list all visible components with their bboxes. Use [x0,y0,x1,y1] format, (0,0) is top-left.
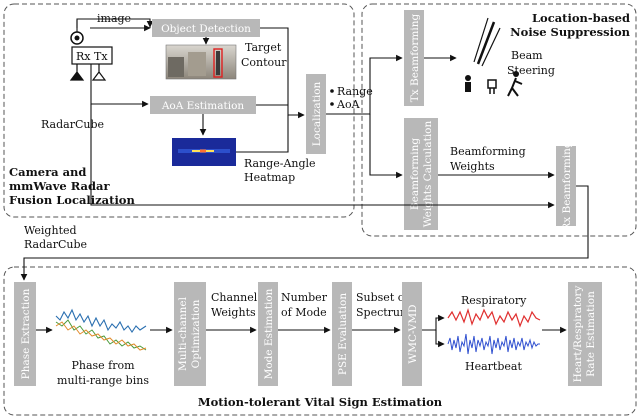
pse-evaluation-block [332,282,352,386]
vital-title: Motion-tolerant Vital Sign Estimation [198,395,443,409]
bf-weights-calc-label: BeamformingWeights Calculation [409,121,434,228]
range-angle-heatmap [172,138,236,166]
beam-steering-graphic [465,17,523,97]
aoa-label: AoA [336,98,361,111]
rate-estimation-label: Heart/RespiratoryRate Estimation [572,286,597,383]
localization-label: Localization [311,81,323,146]
tx-antenna-icon [91,64,107,81]
antenna-label: Rx Tx [76,50,108,63]
fusion-group-border [3,3,355,218]
tx-beamforming-label: Tx Beamforming [409,14,421,103]
aoa-bullet [330,102,334,106]
camera-icon [70,31,84,45]
wmc-vmd-block [402,282,422,386]
radarcube-label: RadarCube [41,118,104,131]
heartbeat-label: Heartbeat [465,360,522,373]
camera-photo [165,44,237,80]
multichannel-opt-label: Multi-channelOptimization [177,296,202,371]
tx-beamforming-block [404,10,424,106]
mode-estimation-block [258,282,278,386]
localization-block [306,74,326,154]
wmc-vmd-label: WMC-VMD [407,304,419,363]
rx-antenna-icon [69,64,85,81]
phase-waveforms [55,308,147,351]
aoa-estimation-block [150,96,256,114]
pse-evaluation-label: PSE Evaluation [337,293,349,375]
respiratory-label: Respiratory [461,294,527,307]
vital-group-border [3,266,637,416]
bf-weights-calc-block [404,118,438,230]
object-detection-label: Object Detection [161,23,251,35]
respiratory-wave [447,307,541,328]
phase-extraction-block [14,282,36,386]
range-label: Range [337,85,373,98]
mode-estimation-label: Mode Estimation [263,288,275,379]
aoa-estimation-label: AoA Estimation [161,100,245,112]
rx-beamforming-block [556,146,576,226]
noise-group-border [361,3,637,237]
multichannel-opt-block [174,282,206,386]
object-detection-block [152,19,260,37]
heartbeat-wave [447,333,540,355]
radar-antenna-box [71,46,113,65]
range-bullet [330,89,334,93]
phase-extraction-label: Phase Extraction [20,288,32,379]
rate-estimation-block [568,282,602,386]
rx-beamforming-label: Rx Beamforming [561,141,573,231]
